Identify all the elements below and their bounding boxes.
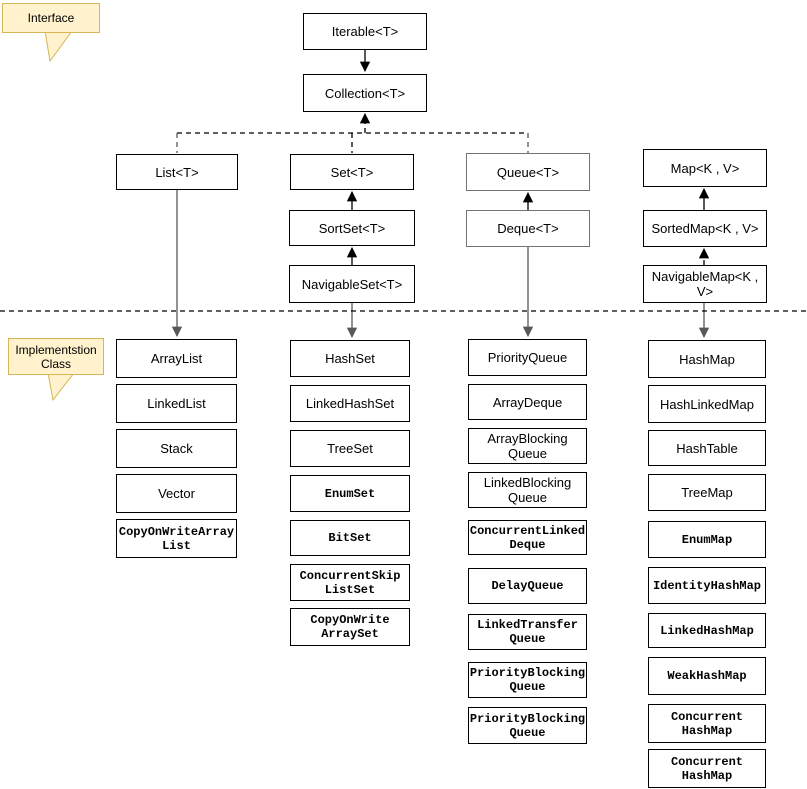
interface-box-collection: Collection<T>	[303, 74, 427, 112]
class-box-label: DelayQueue	[491, 579, 564, 593]
class-box-label: ConcurrentSkip ListSet	[299, 568, 401, 597]
class-box-label: LinkedBlocking Queue	[483, 475, 572, 505]
class-box-enumset: EnumSet	[290, 475, 410, 512]
class-box-label: CopyOnWriteArray List	[118, 524, 235, 553]
interface-box-label: NavigableSet<T>	[301, 276, 403, 292]
interface-box-label: SortSet<T>	[318, 220, 386, 236]
interface-box-queue: Queue<T>	[466, 153, 590, 191]
class-box-label: ArrayBlocking Queue	[487, 431, 568, 461]
class-box-linkedhashmap: LinkedHashMap	[648, 613, 766, 648]
class-box-label: ArrayList	[150, 351, 203, 366]
class-box-label: TreeSet	[327, 441, 373, 456]
class-box-enummap: EnumMap	[648, 521, 766, 558]
class-box-concurrentskiplistset: ConcurrentSkip ListSet	[290, 564, 410, 601]
class-box-linkedblockingqueue: LinkedBlocking Queue	[468, 472, 587, 508]
class-box-label: EnumMap	[681, 532, 733, 547]
class-box-label: Concurrent HashMap	[670, 709, 743, 738]
interface-box-sortset: SortSet<T>	[289, 210, 415, 246]
class-box-bitset: BitSet	[290, 520, 410, 556]
class-box-treeset: TreeSet	[290, 430, 410, 467]
class-box-label: IdentityHashMap	[652, 578, 762, 593]
implementation-class-callout: Implementstion Class	[8, 338, 104, 375]
interface-callout-label: Interface	[27, 11, 75, 25]
class-box-label: LinkedHashSet	[305, 396, 395, 411]
implementation-class-callout-label: Implementstion Class	[15, 342, 97, 371]
class-box-identityhashmap: IdentityHashMap	[648, 567, 766, 604]
class-box-copyonwritearrayset: CopyOnWrite ArraySet	[290, 608, 410, 646]
class-box-arrayblockingqueue: ArrayBlocking Queue	[468, 428, 587, 464]
class-box-hashtable: HashTable	[648, 430, 766, 466]
class-box-vector: Vector	[116, 474, 237, 513]
class-box-linkedhashset: LinkedHashSet	[290, 385, 410, 422]
interface-box-label: Iterable<T>	[331, 24, 399, 39]
interface-box-label: List<T>	[155, 164, 199, 180]
class-box-concurrenthashmap-1: Concurrent HashMap	[648, 704, 766, 743]
class-box-label: PriorityBlocking Queue	[469, 666, 586, 694]
interface-box-navigablemap: NavigableMap<K , V>	[643, 265, 767, 303]
class-box-hashset: HashSet	[290, 340, 410, 377]
class-box-copyonwritearraylist: CopyOnWriteArray List	[116, 519, 237, 558]
class-box-stack: Stack	[116, 429, 237, 468]
class-box-hashmap: HashMap	[648, 340, 766, 378]
class-box-concurrentlinkeddeque: ConcurrentLinked Deque	[468, 520, 587, 555]
class-box-label: HashMap	[679, 351, 735, 367]
class-box-linkedlist: LinkedList	[116, 384, 237, 423]
interface-callout-tail	[44, 30, 73, 63]
class-box-label: Stack	[160, 441, 193, 456]
class-box-label: ConcurrentLinked Deque	[469, 523, 586, 552]
interface-box-label: NavigableMap<K , V>	[651, 269, 759, 299]
implementation-class-callout-tail	[47, 372, 76, 402]
interface-box-iterable: Iterable<T>	[303, 13, 427, 50]
interface-box-label: Queue<T>	[496, 164, 560, 180]
class-box-concurrenthashmap-2: Concurrent HashMap	[648, 749, 766, 788]
interface-box-label: Map<K , V>	[670, 160, 740, 176]
class-box-label: HashLinkedMap	[660, 396, 754, 412]
interface-box-label: Deque<T>	[497, 221, 559, 236]
class-box-arraylist: ArrayList	[116, 339, 237, 378]
class-box-label: TreeMap	[681, 485, 733, 500]
class-box-hashlinkedmap: HashLinkedMap	[648, 385, 766, 423]
class-box-treemap: TreeMap	[648, 474, 766, 511]
interface-box-label: Collection<T>	[324, 85, 406, 101]
class-box-priorityqueue: PriorityQueue	[468, 339, 587, 376]
class-box-label: PriorityQueue	[487, 350, 568, 365]
class-box-label: HashSet	[325, 351, 375, 366]
class-box-label: WeakHashMap	[667, 669, 747, 683]
class-box-label: EnumSet	[324, 486, 376, 501]
class-box-label: HashTable	[676, 440, 738, 456]
class-box-linkedtransferqueue: LinkedTransfer Queue	[468, 614, 587, 650]
interface-box-navigableset: NavigableSet<T>	[289, 265, 415, 303]
class-box-priorityblockingqueue-2: PriorityBlocking Queue	[468, 707, 587, 744]
class-box-arraydeque: ArrayDeque	[468, 384, 587, 420]
interface-box-set: Set<T>	[290, 154, 414, 190]
class-box-label: LinkedList	[147, 396, 206, 411]
class-box-weakhashmap: WeakHashMap	[648, 657, 766, 695]
interface-box-map: Map<K , V>	[643, 149, 767, 187]
interface-box-sortedmap: SortedMap<K , V>	[643, 210, 767, 247]
class-box-label: Concurrent HashMap	[670, 754, 743, 783]
interface-box-deque: Deque<T>	[466, 210, 590, 247]
interface-box-list: List<T>	[116, 154, 238, 190]
class-box-label: BitSet	[328, 531, 372, 545]
class-box-label: PriorityBlocking Queue	[469, 711, 586, 740]
interface-callout: Interface	[2, 3, 100, 33]
interface-box-label: Set<T>	[330, 164, 374, 180]
class-box-label: LinkedTransfer Queue	[477, 618, 578, 646]
class-box-label: ArrayDeque	[492, 394, 563, 410]
class-box-priorityblockingqueue-1: PriorityBlocking Queue	[468, 662, 587, 698]
class-box-label: CopyOnWrite ArraySet	[310, 613, 390, 641]
interface-box-label: SortedMap<K , V>	[651, 221, 759, 236]
class-box-label: Vector	[158, 486, 195, 501]
class-box-label: LinkedHashMap	[660, 623, 754, 638]
class-box-delayqueue: DelayQueue	[468, 568, 587, 604]
